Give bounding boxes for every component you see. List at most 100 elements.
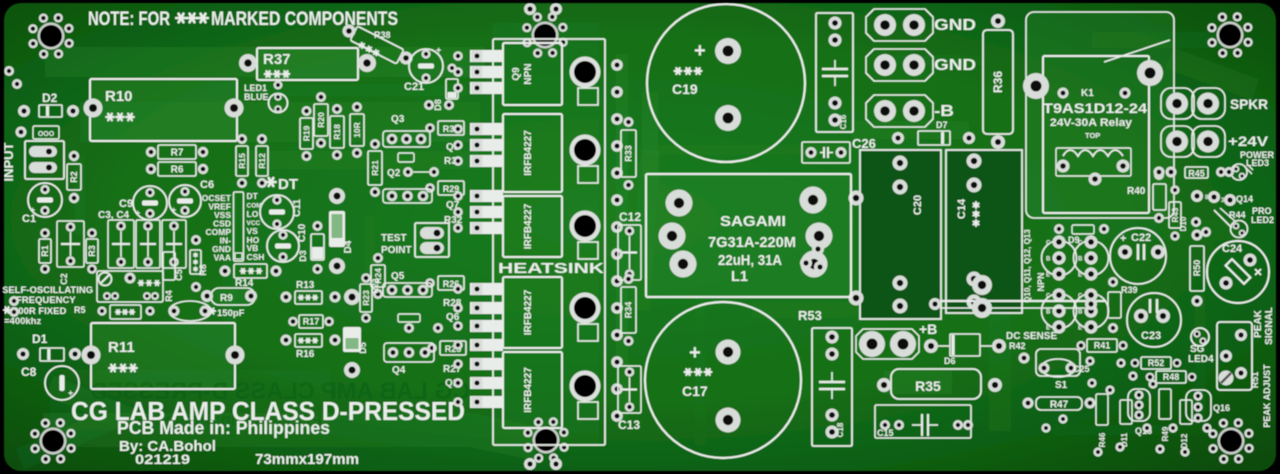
svg-text:Q2: Q2 [387,168,401,179]
svg-text:R45: R45 [1188,169,1205,179]
svg-text:R48: R48 [1163,372,1180,382]
svg-text:D12: D12 [1180,433,1189,448]
svg-text:K1: K1 [1081,88,1094,99]
svg-text:PEAK: PEAK [1253,309,1264,338]
svg-text:D10: D10 [1179,216,1188,231]
svg-text:INPUT: INPUT [1,142,16,181]
svg-text:3: 3 [1221,198,1225,204]
svg-text:R10: R10 [105,88,133,105]
svg-text:BLUE: BLUE [244,92,269,102]
svg-text:C24: C24 [1222,243,1243,255]
svg-text:LO: LO [247,209,259,219]
svg-text:+: + [171,205,176,215]
svg-text:DT: DT [278,176,298,193]
svg-text:R7: R7 [171,148,184,159]
svg-text:C2: C2 [59,273,69,285]
svg-text:Q16: Q16 [1213,403,1230,413]
svg-text:CG LAB AMP CLASS D-PRESSED: CG LAB AMP CLASS D-PRESSED [71,396,465,426]
svg-text:IRFB4227: IRFB4227 [523,203,534,249]
svg-text:Q3: Q3 [391,114,405,125]
svg-text:8: 8 [1205,195,1209,201]
svg-text:R6: R6 [171,165,184,176]
svg-text:LED3: LED3 [1246,158,1269,168]
svg-text:C17: C17 [682,383,708,399]
svg-text:PCB Made in: Philippines: PCB Made in: Philippines [122,410,322,429]
svg-text:R12: R12 [257,153,267,169]
svg-text:D7: D7 [936,120,948,130]
svg-text:VB: VB [247,243,259,253]
svg-text:D5: D5 [358,342,368,354]
svg-text:R51: R51 [1250,372,1260,389]
svg-text:COM: COM [247,203,262,210]
svg-text:C9: C9 [119,198,133,210]
svg-text:C10: C10 [297,223,308,242]
svg-text:C26: C26 [852,136,876,151]
svg-text:R41: R41 [1094,341,1111,351]
svg-text:Q10, Q11, Q12, Q13: Q10, Q11, Q12, Q13 [1023,229,1032,303]
svg-text:R8: R8 [198,264,208,276]
svg-text:R40: R40 [1127,186,1146,197]
svg-text:R34: R34 [624,302,634,319]
svg-text:LED2: LED2 [1251,215,1274,225]
svg-text:DC SENSE: DC SENSE [1006,331,1057,342]
svg-text:R38: R38 [374,30,391,40]
svg-text:C25: C25 [1073,364,1090,374]
svg-text:R43: R43 [1171,207,1180,222]
svg-text:R20: R20 [316,112,326,128]
svg-text:E: E [1046,326,1050,332]
svg-text:D3: D3 [298,250,308,262]
svg-text:22uH, 31A: 22uH, 31A [718,252,782,269]
svg-text:POINT: POINT [381,245,412,256]
svg-text:7G31A-220M: 7G31A-220M [708,234,796,251]
svg-text:R18: R18 [332,124,342,140]
svg-text:E: E [1046,273,1050,279]
svg-text:R22: R22 [371,278,380,293]
svg-text:=400khz: =400khz [4,316,41,327]
svg-text:LED1: LED1 [244,83,267,93]
svg-text:D8: D8 [433,99,443,111]
svg-text:C5: C5 [174,269,184,281]
svg-text:COMP: COMP [206,227,232,237]
svg-text:MARKED COMPONENTS: MARKED COMPONENTS [211,9,398,30]
svg-text:C6: C6 [200,179,214,191]
svg-text:R46: R46 [1098,432,1107,447]
svg-text:GND: GND [934,17,976,34]
svg-text:Q1: Q1 [445,378,459,389]
svg-text:R9: R9 [220,293,233,304]
svg-text:R2: R2 [69,171,79,183]
svg-text:C8: C8 [21,365,37,379]
svg-text:Q7: Q7 [446,200,460,211]
svg-text:R29: R29 [443,184,460,194]
svg-text:R15: R15 [237,153,247,169]
svg-text:R23: R23 [361,290,371,306]
svg-text:CSD: CSD [213,219,231,229]
svg-text:10R: 10R [352,122,362,138]
svg-text:D11: D11 [1120,432,1129,447]
svg-text:Q8: Q8 [446,142,460,153]
svg-text:+: + [135,208,140,218]
svg-text:VREF: VREF [208,202,231,212]
svg-text:OOO: OOO [38,131,55,138]
svg-text:SG: SG [1190,344,1205,355]
svg-text:R47: R47 [1050,400,1069,411]
svg-text:021219: 021219 [135,451,190,467]
svg-text:C12: C12 [619,210,641,224]
svg-text:C15: C15 [877,428,894,438]
svg-text:LED4: LED4 [1188,354,1214,365]
svg-text:R4: R4 [164,290,174,302]
svg-text:E: E [1078,326,1082,332]
svg-text:GND: GND [934,57,976,74]
svg-text:150pF: 150pF [217,308,245,319]
svg-text:SPKR: SPKR [1230,96,1268,112]
svg-text:TOP: TOP [1085,131,1100,140]
svg-text:PEAK ADJUST: PEAK ADJUST [1262,364,1272,428]
svg-text:+B: +B [919,321,937,337]
svg-text:+: + [30,205,35,215]
svg-text:SELF-OSCILLATING: SELF-OSCILLATING [2,285,93,296]
svg-text:GND: GND [212,244,231,254]
svg-text:R30: R30 [443,124,460,134]
svg-text:VS: VS [247,226,259,236]
svg-text:D9: D9 [1068,235,1080,245]
svg-text:D2: D2 [42,91,58,105]
svg-text:IRFB4227: IRFB4227 [523,289,534,335]
